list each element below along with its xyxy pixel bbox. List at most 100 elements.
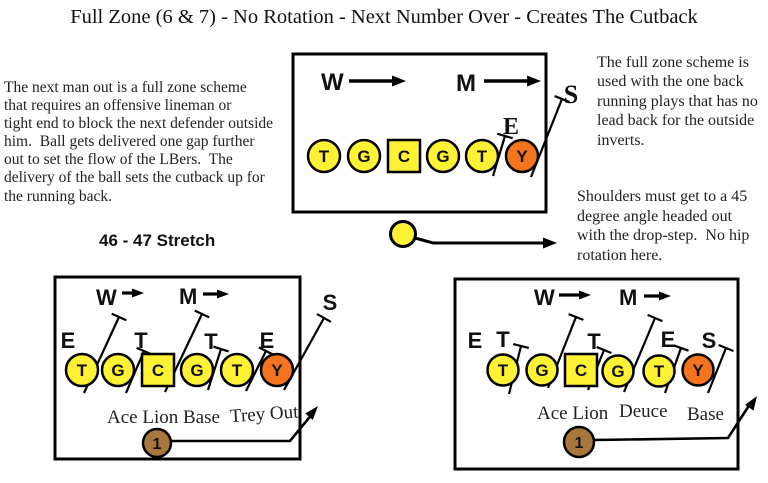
running-back-circle — [141, 427, 173, 459]
lineman-circle — [306, 138, 342, 174]
block-line-cap — [111, 312, 127, 322]
defender-label: T — [587, 329, 601, 354]
lineman-circle — [179, 352, 215, 388]
safety-label: S — [564, 80, 578, 109]
block-line-cap — [568, 313, 584, 321]
defender-label: T — [134, 328, 148, 353]
run-arrow — [593, 403, 752, 442]
bottom-right-diagram: W M E T T E S — [453, 277, 757, 471]
tight-end-circle — [504, 138, 540, 174]
arrowhead — [543, 237, 557, 249]
lineman-letter: T — [319, 147, 330, 166]
arrowhead — [659, 291, 671, 301]
defender-label: E — [260, 328, 275, 353]
defender-label: E — [661, 327, 676, 352]
block-line-cap — [718, 343, 734, 353]
will-label: W — [321, 69, 344, 96]
mike-label: M — [456, 70, 476, 97]
lineman-circle — [100, 352, 136, 388]
section-label-46-47-stretch: 46 - 47 Stretch — [99, 231, 216, 250]
tight-end-letter: Y — [692, 361, 704, 380]
note-right-top: The full zone scheme is used with the on… — [597, 54, 758, 149]
arrowhead — [132, 288, 144, 298]
block-line-cap — [647, 313, 663, 323]
lineman-circle — [486, 353, 520, 387]
note-left: The next man out is a full zone scheme t… — [4, 79, 274, 205]
tight-end-letter: Y — [516, 147, 528, 166]
arrowhead — [745, 396, 757, 411]
block-line-cap — [673, 344, 689, 352]
lineman-letter: T — [498, 361, 509, 380]
lineman-letter: G — [611, 362, 624, 381]
running-back-circle — [562, 425, 596, 459]
defender-label: S — [323, 290, 338, 315]
lineman-circle — [525, 353, 559, 387]
block-line-cap — [554, 94, 570, 104]
note-right-bottom: Shoulders must get to a 45 degree angle … — [577, 188, 750, 264]
lineman-letter: G — [357, 147, 370, 166]
block-line-cap — [258, 346, 274, 356]
end-label: E — [503, 114, 519, 140]
mike-label: M — [179, 284, 197, 309]
running-back-number: 1 — [575, 435, 584, 452]
run-arrow — [414, 236, 543, 245]
running-back-number: 1 — [153, 436, 162, 453]
bottom-left-diagram: W M E T T E S — [53, 275, 338, 461]
arrowhead — [392, 75, 406, 87]
lineman-circle — [219, 352, 255, 388]
call-text: Base — [687, 404, 724, 425]
lineman-circle — [642, 354, 676, 388]
lineman-circle — [64, 352, 100, 388]
center-square — [140, 352, 176, 388]
lineman-letter: T — [477, 147, 488, 166]
block-line-cap — [194, 309, 210, 319]
lineman-letter: G — [535, 361, 548, 380]
center-letter: C — [575, 361, 587, 380]
arrowhead — [305, 406, 318, 420]
defender-label: E — [468, 328, 483, 353]
block-line — [245, 350, 267, 392]
lineman-circle — [425, 138, 461, 174]
defender-label: T — [204, 329, 218, 354]
tight-end-letter: Y — [271, 361, 283, 380]
call-text: Ace Lion — [537, 403, 609, 424]
run-arrow — [171, 412, 315, 443]
mike-label: M — [619, 285, 637, 310]
lineman-circle — [346, 138, 382, 174]
ball-circle — [389, 220, 417, 248]
block-line-cap — [316, 313, 332, 323]
lineman-letter: G — [111, 361, 124, 380]
block-line — [206, 348, 223, 391]
center-square — [563, 352, 599, 388]
lineman-circle — [601, 354, 635, 388]
lineman-letter: T — [77, 361, 88, 380]
lineman-circle — [464, 138, 500, 174]
block-line-cap — [213, 345, 229, 353]
lineman-letter: G — [436, 147, 449, 166]
top-diagram: W M E S T G C G T Y — [291, 52, 578, 249]
tight-end-circle — [259, 352, 295, 388]
block-line — [706, 347, 728, 394]
lineman-letter: T — [654, 362, 665, 381]
defender-label: T — [496, 327, 510, 352]
defender-label: E — [61, 328, 76, 353]
lineman-letter: G — [190, 361, 203, 380]
call-text: Trey Out — [229, 401, 299, 427]
block-line-cap — [496, 132, 514, 140]
defender-label: S — [702, 328, 717, 353]
arrowhead — [527, 75, 541, 87]
arrowhead — [217, 289, 229, 299]
arrowhead — [579, 290, 591, 300]
will-label: W — [534, 285, 555, 310]
block-line-cap — [512, 343, 530, 349]
call-text: Deuce — [619, 401, 668, 422]
lineman-letter: T — [232, 361, 243, 380]
will-label: W — [96, 285, 117, 310]
center-letter: C — [152, 361, 164, 380]
call-text: Ace Lion Base — [107, 407, 220, 428]
block-line-cap — [596, 345, 612, 355]
tight-end-circle — [681, 353, 715, 387]
center-letter: C — [398, 147, 410, 166]
